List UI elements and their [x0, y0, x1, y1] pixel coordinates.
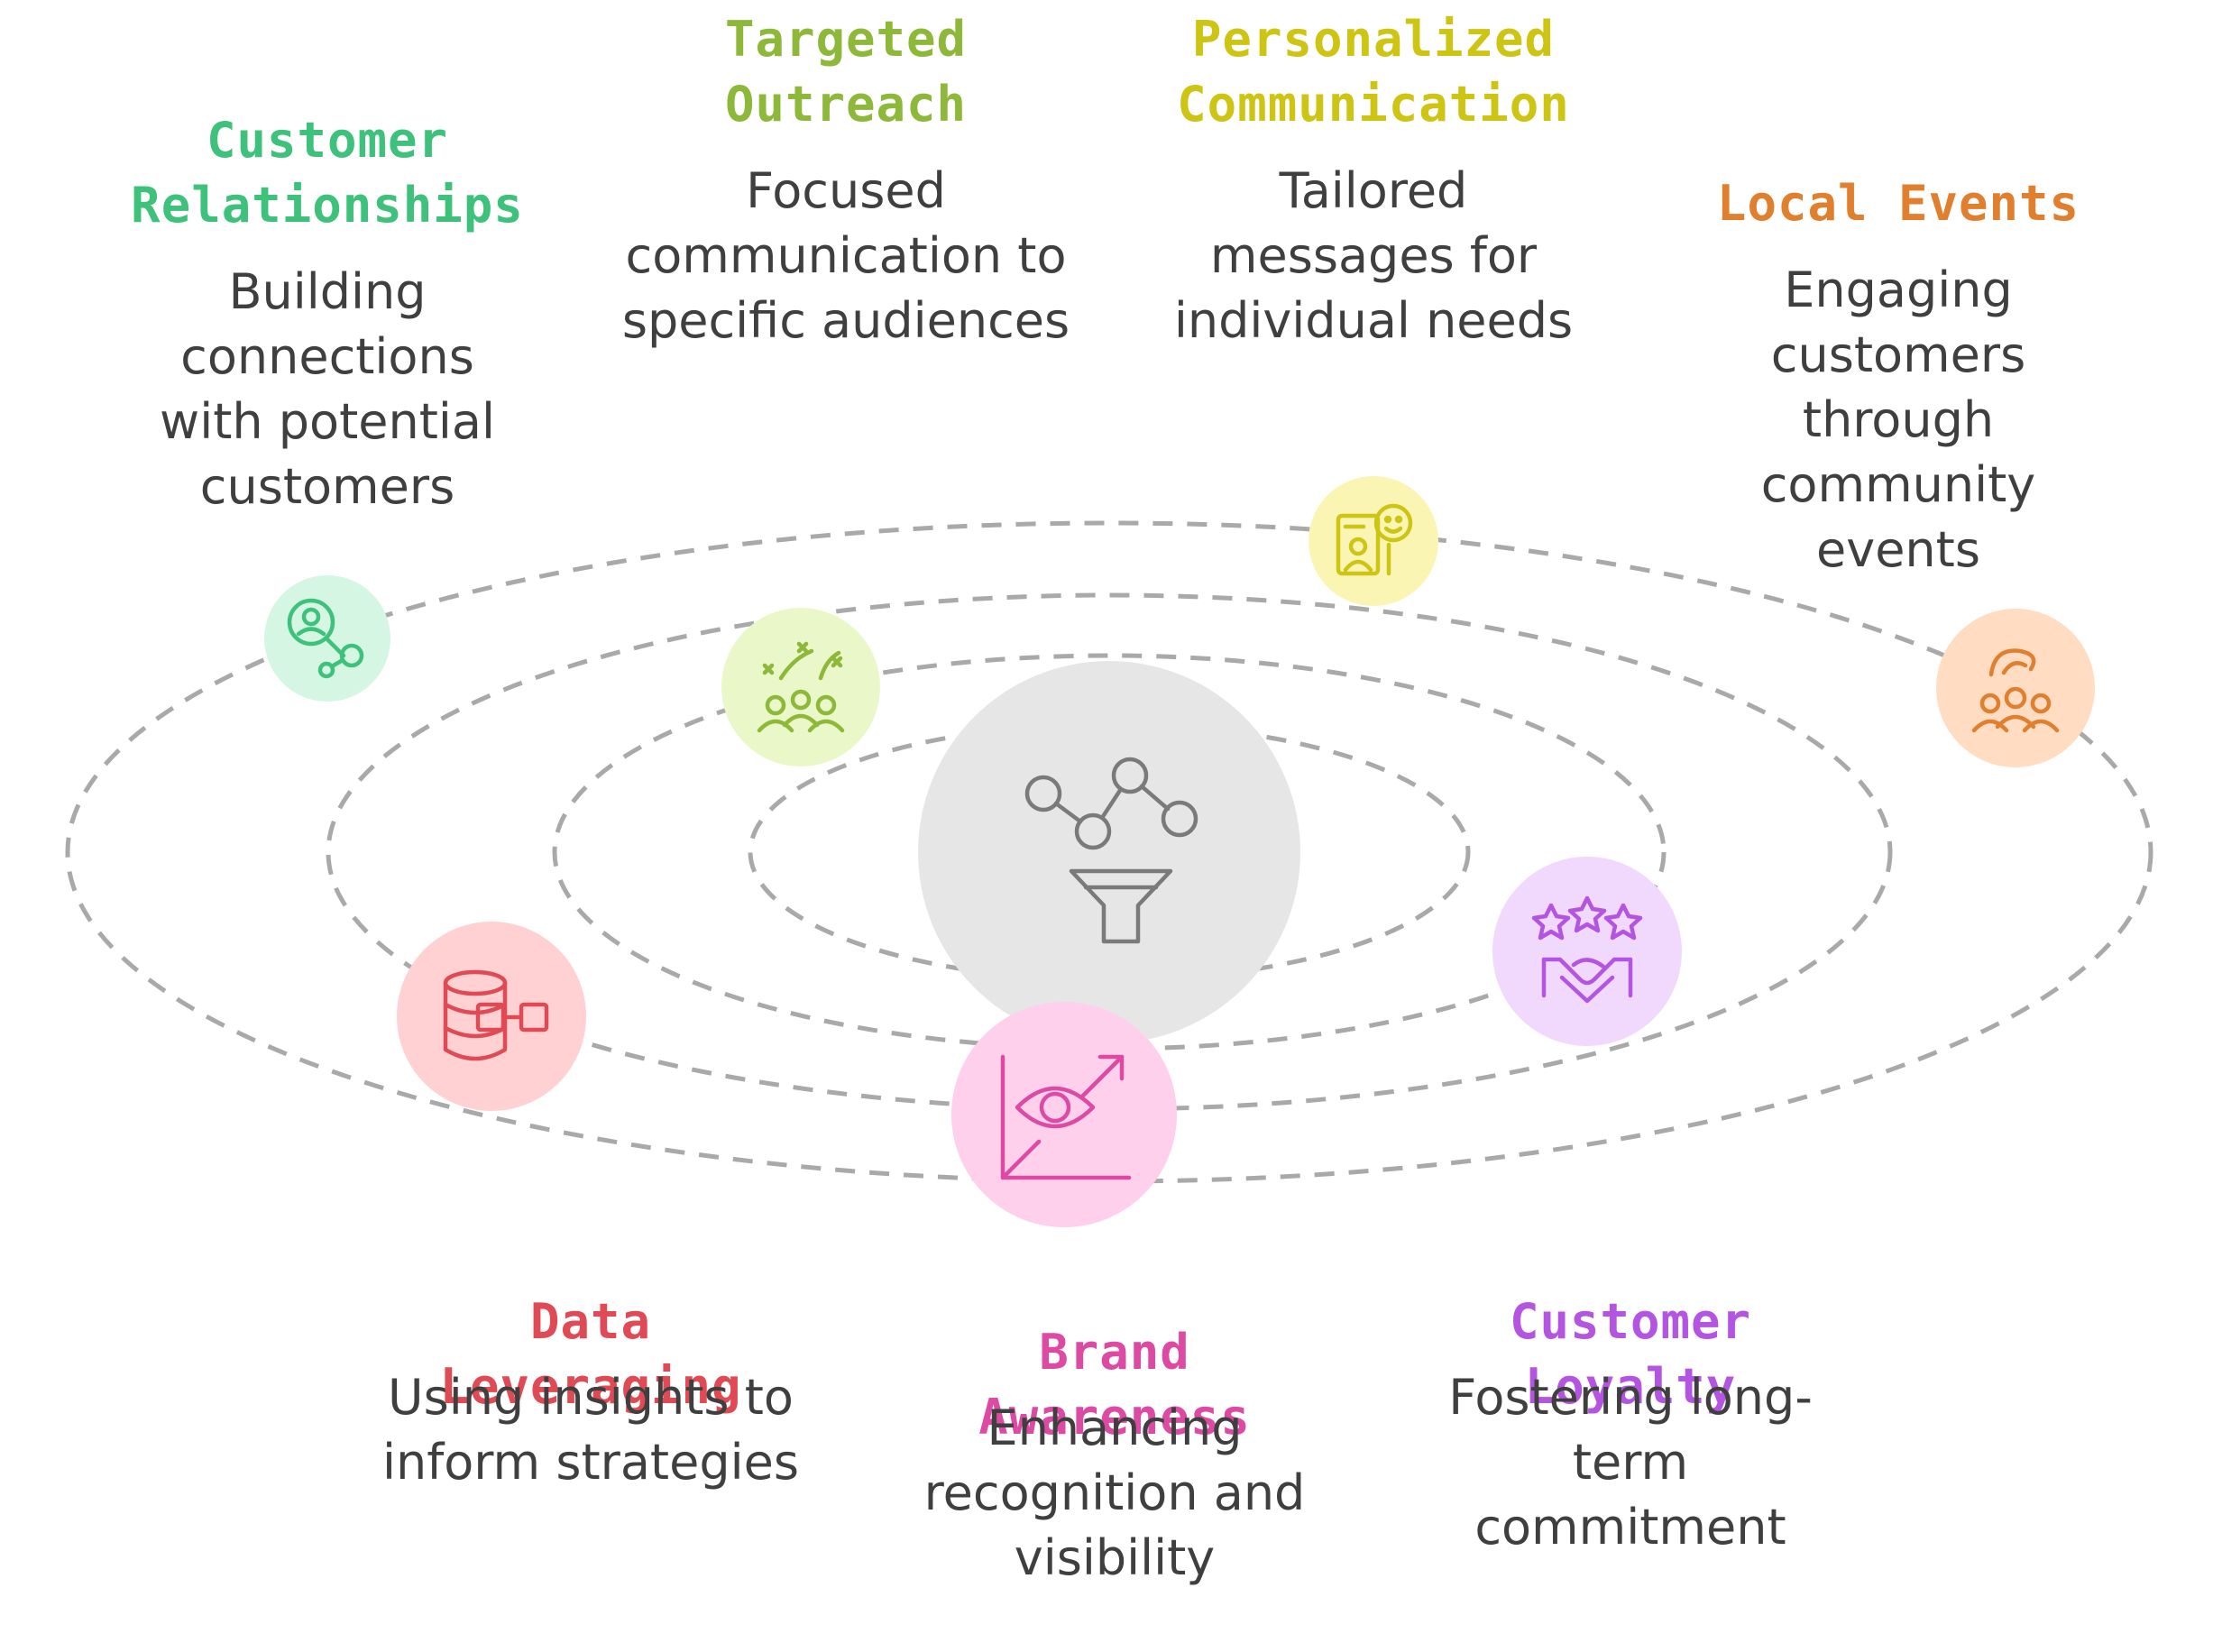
center-node	[918, 661, 1300, 1043]
desc-line: with potential	[160, 393, 495, 450]
label-brand-awareness: Brand Awareness Enhancing recognition an…	[924, 1320, 1306, 1591]
desc-line: Using insights to	[388, 1369, 794, 1426]
desc-line: events	[1816, 521, 1980, 578]
label-customer-relationships: Customer Relationships Building connecti…	[131, 108, 524, 519]
label-local-events: Local Events Engaging customers through …	[1717, 171, 2080, 583]
node-local-events	[1936, 609, 2095, 767]
title-line: Customer	[206, 112, 449, 169]
title-line: Communication	[1177, 76, 1570, 133]
title-data-leveraging: Data Leveraging	[382, 1289, 799, 1419]
desc-line: customers	[1770, 326, 2026, 383]
desc-line: recognition and	[923, 1464, 1306, 1521]
title-line: Awareness	[978, 1389, 1251, 1446]
title-line: Local Events	[1716, 175, 2080, 232]
community-event-icon	[1971, 648, 2060, 733]
desc-line: Building	[228, 263, 427, 320]
bubble-customer-loyalty	[1492, 857, 1682, 1046]
desc-line: Focused	[746, 162, 946, 219]
desc-line: communication to	[625, 227, 1067, 284]
desc-line: Fostering long-	[1448, 1369, 1813, 1426]
desc-line: customers	[199, 458, 455, 515]
title-targeted-outreach: Targeted Outreach	[622, 7, 1070, 137]
customer-connection-icon	[287, 598, 364, 679]
label-personalized-communication: Personalized Communication Tailored mess…	[1174, 7, 1573, 353]
personalized-message-icon	[1336, 503, 1413, 576]
desc-line: community	[1760, 456, 2036, 513]
title-brand-awareness: Brand Awareness	[924, 1320, 1306, 1450]
desc-line: visibility	[1014, 1529, 1216, 1586]
bubble-personalized-communication	[1309, 476, 1438, 606]
node-targeted-outreach	[721, 608, 880, 766]
label-customer-loyalty: Customer Loyalty Fostering long- term co…	[1448, 1289, 1813, 1560]
title-line: Loyalty	[1524, 1358, 1737, 1415]
desc-line: individual needs	[1173, 292, 1574, 349]
center-bubble	[918, 661, 1300, 1043]
title-line: Targeted	[724, 11, 968, 68]
node-data-leveraging	[397, 922, 586, 1111]
desc-customer-relationships: Building connections with potential cust…	[131, 260, 524, 519]
desc-targeted-outreach: Focused communication to specific audien…	[622, 159, 1070, 353]
desc-line: connections	[180, 328, 474, 385]
desc-data-leveraging: Using insights to inform strategies	[382, 1365, 799, 1495]
desc-line: commitment	[1474, 1499, 1786, 1556]
desc-local-events: Engaging customers through community eve…	[1717, 258, 2080, 583]
bubble-targeted-outreach	[721, 608, 880, 766]
title-line: Data	[529, 1293, 652, 1350]
loyalty-handshake-icon	[1531, 895, 1643, 1004]
desc-customer-loyalty: Fostering long- term commitment	[1448, 1365, 1813, 1560]
desc-line: Engaging	[1784, 262, 2013, 318]
desc-line: term	[1572, 1434, 1689, 1491]
node-customer-loyalty	[1492, 857, 1682, 1046]
title-line: Relationships	[131, 177, 524, 234]
funnel-network-icon	[1024, 757, 1198, 944]
eye-growth-icon	[1000, 1054, 1132, 1180]
node-customer-relationships	[264, 575, 390, 702]
desc-line: Tailored	[1279, 162, 1468, 219]
desc-line: specific audiences	[621, 292, 1070, 349]
title-line: Outreach	[724, 76, 968, 133]
title-line: Personalized	[1191, 11, 1556, 68]
desc-line: inform strategies	[382, 1434, 799, 1491]
title-personalized-communication: Personalized Communication	[1174, 7, 1573, 137]
bubble-data-leveraging	[397, 922, 586, 1111]
desc-brand-awareness: Enhancing recognition and visibility	[924, 1396, 1306, 1591]
database-icon	[443, 969, 549, 1061]
node-personalized-communication	[1309, 476, 1438, 606]
desc-personalized-communication: Tailored messages for individual needs	[1174, 159, 1573, 353]
label-data-leveraging: Data Leveraging Using insights to inform…	[382, 1289, 799, 1495]
desc-line: messages for	[1209, 227, 1538, 284]
desc-line: Enhancing	[987, 1400, 1243, 1456]
title-line: Leveraging	[439, 1358, 742, 1415]
desc-line: through	[1802, 391, 1995, 448]
title-line: Customer	[1509, 1293, 1752, 1350]
audience-target-icon	[757, 641, 845, 733]
title-customer-relationships: Customer Relationships	[131, 108, 524, 238]
title-customer-loyalty: Customer Loyalty	[1448, 1289, 1813, 1419]
label-targeted-outreach: Targeted Outreach Focused communication …	[622, 7, 1070, 353]
title-line: Brand	[1039, 1324, 1190, 1381]
title-local-events: Local Events	[1717, 171, 2080, 236]
node-brand-awareness	[951, 1002, 1177, 1227]
